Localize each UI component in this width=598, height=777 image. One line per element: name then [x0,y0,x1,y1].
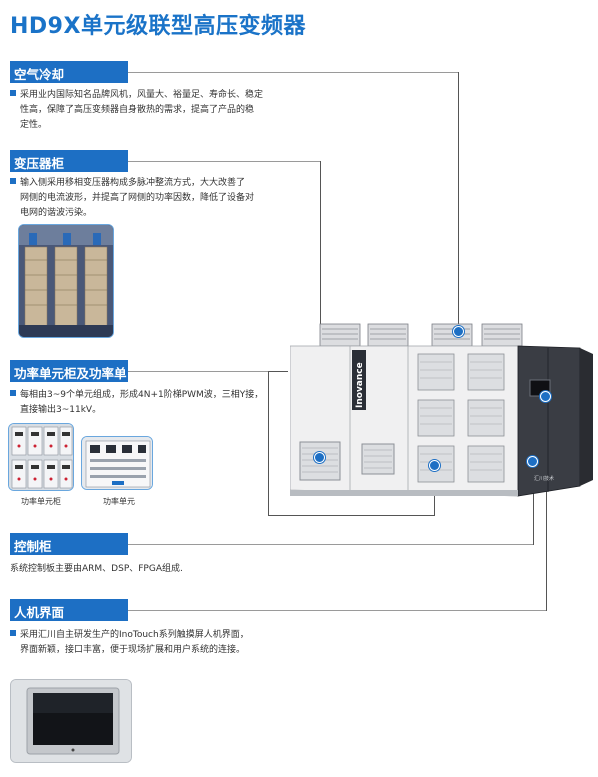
text-line: 定性。 [20,120,48,130]
bullet-icon [10,390,16,396]
connector-line [268,371,288,516]
page-title: HD9X单元级联型高压变频器 [10,14,306,39]
connector-line [128,72,458,73]
section-heading-power-unit: 功率单元柜及功率单元 [10,360,128,400]
marker-dot-power-unit [429,460,440,471]
control-cabinet-logo: 汇川技术 [534,475,554,482]
text-line: 界面新颖，接口丰富，便于现场扩展和用户系统的连接。 [20,645,246,655]
hmi-photo [10,679,132,763]
text-line: 每相由3~9个单元组成，形成4N+1阶梯PWM波，三相Y接， [20,390,264,400]
connector-line [458,72,459,332]
section-heading-hmi: 人机界面 [10,599,128,621]
text-line: 电网的谐波污染。 [20,208,93,218]
power-unit-cabinet-photo [8,423,74,491]
cabinet-illustration: Inovance 汇川技术 [289,318,595,498]
marker-dot-hmi [540,391,551,402]
connector-line [288,515,434,516]
hmi-touchscreen-image [11,680,131,762]
section-heading-air-cooling: 空气冷却 [10,61,128,83]
transformer-image [19,225,113,337]
section-heading-label: 控制柜 [14,539,52,554]
power-unit-cabinet-image [9,424,73,490]
section-heading-control-cabinet: 控制柜 [10,533,128,555]
section-text-control-cabinet: 系统控制板主要由ARM、DSP、FPGA组成. [10,562,310,577]
caption-power-unit-cabinet: 功率单元柜 [21,497,61,506]
connector-line [128,544,533,545]
section-heading-transformer: 变压器柜 [10,150,128,172]
transformer-photo [18,224,114,338]
section-text-transformer: 输入侧采用移相变压器构成多脉冲整流方式，大大改善了 网侧的电流波形，并提高了网侧… [10,176,270,221]
section-heading-label: 空气冷却 [14,67,65,82]
section-text-hmi: 采用汇川自主研发生产的InoTouch系列触摸屏人机界面， 界面新颖，接口丰富，… [10,628,310,658]
caption-power-unit: 功率单元 [103,497,135,506]
text-line: 采用汇川自主研发生产的InoTouch系列触摸屏人机界面， [20,630,249,640]
bullet-icon [10,178,16,184]
marker-dot-air-cooling [453,326,464,337]
section-heading-label: 人机界面 [14,605,65,620]
bullet-icon [10,90,16,96]
text-line: 采用业内国际知名品牌风机，风量大、裕量足、寿命长、稳定 [20,90,264,100]
text-line: 性高，保障了高压变频器自身散热的需求，提高了产品的稳 [20,105,255,115]
connector-line [128,371,288,372]
power-unit-image [82,437,152,489]
marker-dot-control-cabinet [527,456,538,467]
text-line: 系统控制板主要由ARM、DSP、FPGA组成. [10,564,183,574]
connector-line [128,161,320,162]
section-heading-label: 变压器柜 [14,156,65,171]
connector-line [320,161,321,458]
section-text-air-cooling: 采用业内国际知名品牌风机，风量大、裕量足、寿命长、稳定 性高，保障了高压变频器自… [10,88,270,133]
connector-line [128,610,546,611]
bullet-icon [10,630,16,636]
text-line: 输入侧采用移相变压器构成多脉冲整流方式，大大改善了 [20,178,246,188]
section-text-power-unit: 每相由3~9个单元组成，形成4N+1阶梯PWM波，三相Y接， 直接输出3~11k… [10,388,280,418]
connector-line [533,462,534,545]
connector-line [546,397,547,611]
marker-dot-transformer [314,452,325,463]
text-line: 网侧的电流波形，并提高了网侧的功率因数，降低了设备对 [20,193,255,203]
brand-label: Inovance [355,362,365,408]
power-unit-photo [81,436,153,490]
text-line: 直接输出3~11kV。 [20,405,102,415]
section-heading-label: 功率单元柜及功率单元 [14,366,127,400]
hd9x-cabinet-image: Inovance 汇川技术 [289,323,593,497]
